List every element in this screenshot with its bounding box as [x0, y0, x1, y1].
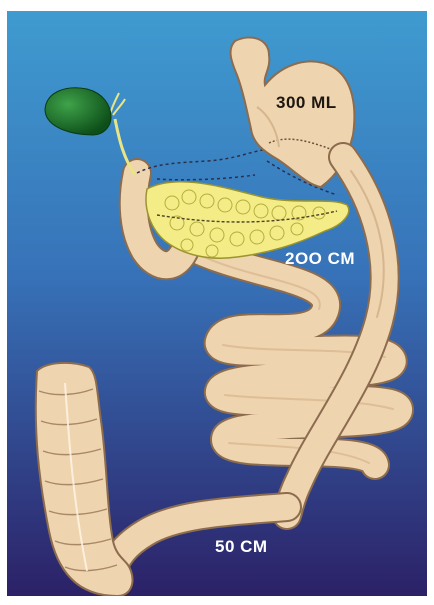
common-channel-length-label: 50 CM	[215, 537, 268, 557]
stomach-volume-label: 300 ML	[276, 93, 337, 113]
alimentary-limb-length-label: 2OO CM	[285, 249, 355, 269]
bypass-illustration	[7, 11, 427, 596]
illustration-frame: 300 ML 2OO CM 50 CM	[7, 11, 427, 596]
